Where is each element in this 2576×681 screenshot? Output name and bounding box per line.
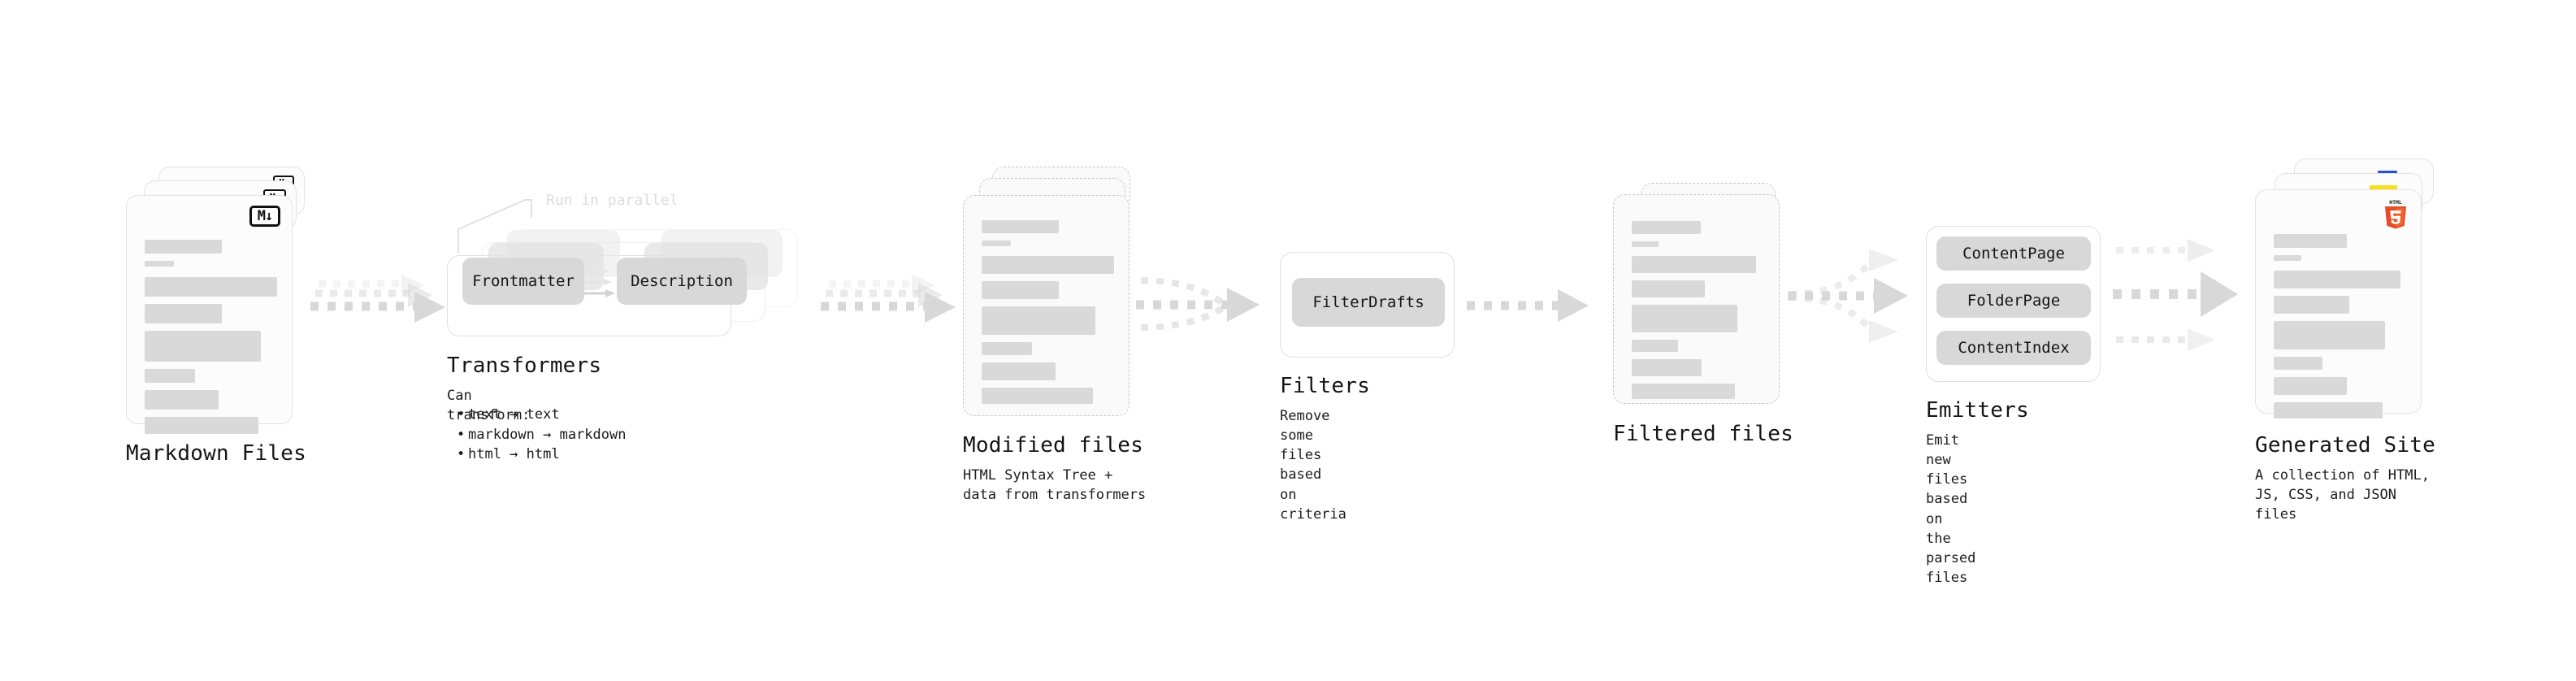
arrow-head (925, 292, 956, 323)
stage-filtered-files[interactable]: Filtered files (1613, 183, 1800, 446)
modified-file-stack (963, 167, 1150, 427)
stage-subtitle: Remove some files based on criteria (1280, 408, 1347, 523)
file-card-front-html[interactable]: HTML (2255, 189, 2422, 419)
connector-emitters-to-site (2113, 236, 2267, 351)
transformer-chip-description[interactable]: Description (617, 258, 747, 305)
site-file-stack: CSS HTML (2255, 158, 2442, 427)
stage-title: Modified files (963, 433, 1143, 458)
stage-title: Markdown Files (126, 441, 306, 466)
markdown-badge: M↓ (249, 206, 280, 227)
connector-transformers-to-modified (821, 272, 967, 337)
connector-md-to-transformers (310, 272, 457, 337)
connector-modified-to-filters (1136, 268, 1290, 349)
stage-subtitle: A collection of HTML, JS, CSS, and JSON … (2255, 467, 2430, 523)
emitter-chip-contentindex[interactable]: ContentIndex (1936, 331, 2091, 365)
file-card-front[interactable]: M↓ (126, 195, 293, 434)
dashed-arrow-fanout (1788, 249, 1908, 343)
stage-title: Filters (1280, 374, 1370, 398)
skeleton-lines (982, 220, 1114, 411)
stage-title: Generated Site (2255, 433, 2435, 458)
arrow-head (1869, 249, 1898, 271)
transformer-group-front[interactable]: Frontmatter Description (447, 230, 783, 336)
stage-markdown-files[interactable]: M↓ M↓ M↓ Markdown Files (126, 167, 313, 466)
dashed-arrow-single (1467, 289, 1589, 322)
skeleton-lines (145, 240, 277, 441)
svg-text:HTML: HTML (2389, 199, 2402, 206)
arrow-head (2188, 239, 2215, 262)
filters-group[interactable]: FilterDrafts (1280, 252, 1455, 358)
skeleton-lines (1632, 221, 1764, 406)
list-item: text → text (457, 405, 626, 425)
arrow-head (414, 292, 445, 323)
skeleton-lines (2274, 234, 2406, 426)
stage-generated-site[interactable]: CSS HTML (2255, 158, 2442, 523)
stage-title: Emitters (1926, 398, 2029, 423)
dashed-arrow-converge (1136, 277, 1260, 331)
arrow-head (1558, 289, 1589, 322)
filter-chip-filterdrafts[interactable]: FilterDrafts (1292, 278, 1445, 327)
transform-bullet-list: text → text markdown → markdown html → h… (457, 405, 626, 465)
arrow-head (2188, 328, 2215, 351)
connector-filters-to-filtered (1467, 286, 1605, 335)
stage-modified-files[interactable]: Modified files HTML Syntax Tree + data f… (963, 167, 1150, 503)
file-card-front[interactable] (963, 195, 1130, 416)
dashed-arrow-triple (821, 274, 956, 323)
emitter-chip-contentpage[interactable]: ContentPage (1936, 236, 2091, 271)
emitter-chip-folderpage[interactable]: FolderPage (1936, 284, 2091, 318)
connector-filtered-to-emitters (1788, 244, 1942, 349)
dashed-arrow-triple-converge (2113, 239, 2238, 351)
file-card-front[interactable] (1613, 194, 1780, 404)
stage-title: Filtered files (1613, 422, 1793, 446)
emitters-group[interactable]: ContentPage FolderPage ContentIndex (1926, 226, 2101, 382)
list-item: html → html (457, 445, 626, 465)
stage-title: Transformers (447, 354, 602, 378)
stage-subtitle: HTML Syntax Tree + data from transformer… (963, 467, 1147, 504)
run-in-parallel-bracket (458, 199, 532, 254)
html5-badge: HTML (2385, 199, 2406, 229)
list-item: markdown → markdown (457, 425, 626, 445)
arrow-head (1874, 278, 1908, 314)
arrow-head (1869, 320, 1898, 343)
transformer-chip-frontmatter[interactable]: Frontmatter (462, 258, 584, 305)
arrow-head (1227, 288, 1260, 322)
run-in-parallel-label: Run in parallel (546, 192, 679, 209)
arrow-head (2201, 271, 2238, 317)
filtered-file-stack (1613, 183, 1800, 427)
markdown-file-stack: M↓ M↓ M↓ (126, 167, 313, 434)
dashed-arrow-triple (310, 274, 445, 323)
stage-subtitle: Emit new files based on the parsed files (1926, 432, 1976, 586)
